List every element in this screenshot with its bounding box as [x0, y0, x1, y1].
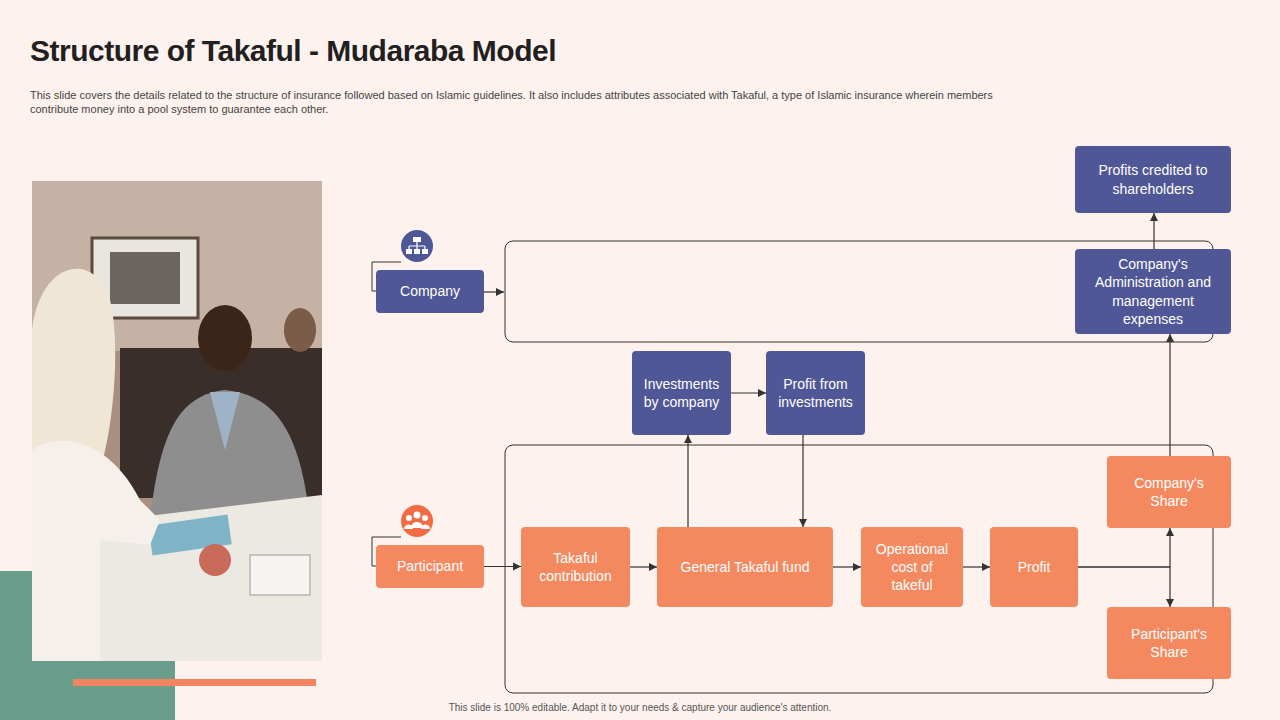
photo-frame-picture — [110, 252, 180, 304]
slide-caption: This slide covers the details related to… — [30, 88, 1005, 116]
photo-woman-body — [32, 441, 160, 661]
photo-vase — [284, 308, 316, 352]
box-label: Company's Share — [1115, 474, 1223, 510]
photo-wall — [32, 181, 322, 661]
photo-paper — [250, 555, 310, 595]
participant-box: Profit — [990, 527, 1078, 607]
company-box: Investments by company — [632, 351, 731, 435]
company-box: Profit from investments — [766, 351, 865, 435]
box-label: Takaful contribution — [529, 549, 622, 585]
company-icon — [401, 230, 433, 262]
photo-chart — [199, 544, 231, 576]
flow-arrow — [802, 435, 803, 527]
participant-box: Takaful contribution — [521, 527, 630, 607]
flow-arrow — [1169, 334, 1170, 456]
box-label: Profits credited to shareholders — [1083, 161, 1223, 197]
company-box: Company's Administration and management … — [1075, 249, 1231, 334]
box-label: Operational cost of takeful — [869, 540, 955, 595]
box-label: Company — [400, 282, 460, 300]
participant-box: Company's Share — [1107, 456, 1231, 528]
company-box: Profits credited to shareholders — [1075, 146, 1231, 213]
box-label: Participant's Share — [1115, 625, 1223, 661]
participant-box: Participant's Share — [1107, 607, 1231, 679]
slide-title: Structure of Takaful - Mudaraba Model — [30, 34, 556, 68]
box-label: Profit from investments — [774, 375, 857, 411]
flow-arrow — [1153, 213, 1154, 249]
photo-man-head — [198, 305, 252, 371]
company-box: Company — [376, 270, 484, 313]
box-label: General Takaful fund — [681, 558, 810, 576]
footer-note: This slide is 100% editable. Adapt it to… — [0, 702, 1280, 713]
flow-arrow — [1078, 528, 1170, 567]
flow-arrow — [731, 392, 766, 393]
participant-box: General Takaful fund — [657, 527, 833, 607]
photo-illustration — [32, 181, 322, 661]
box-label: Investments by company — [640, 375, 723, 411]
participant-box: Operational cost of takeful — [861, 527, 963, 607]
box-label: Participant — [397, 557, 463, 575]
region-arrow — [484, 291, 504, 292]
accent-bar — [73, 679, 316, 686]
box-label: Company's Administration and management … — [1083, 255, 1223, 328]
flow-arrow — [630, 566, 657, 567]
flow-arrow — [484, 566, 521, 567]
flow-arrow — [963, 566, 990, 567]
flow-arrow — [1078, 567, 1170, 607]
flow-arrow — [687, 435, 688, 527]
box-label: Profit — [1018, 558, 1051, 576]
flow-arrow — [833, 566, 861, 567]
participant-icon — [401, 505, 433, 537]
photo-man-shirt — [210, 392, 240, 450]
participant-box: Participant — [376, 545, 484, 588]
